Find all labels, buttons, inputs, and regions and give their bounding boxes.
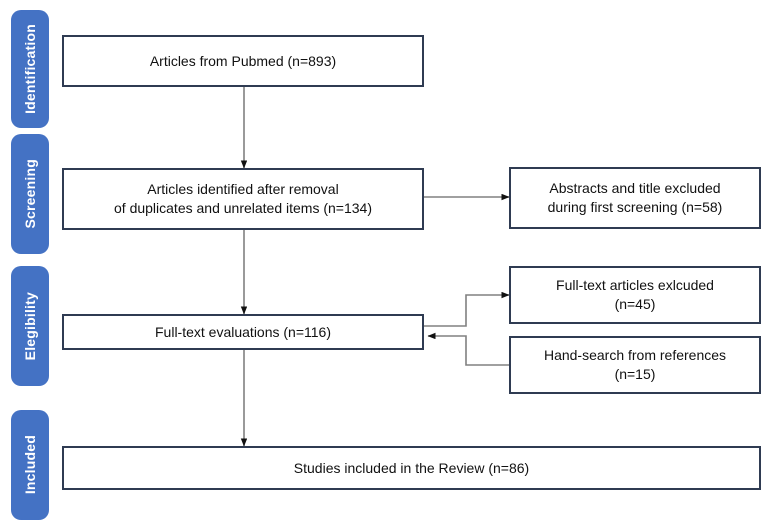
box-full-text-excluded-text: Full-text articles exlcuded (n=45) — [556, 277, 714, 312]
stage-tab-included: Included — [11, 410, 49, 520]
box-full-text-excluded: Full-text articles exlcuded (n=45) — [509, 266, 761, 324]
box-records-after-duplicates-text: Articles identified after removal of dup… — [114, 181, 372, 216]
box-full-text-assessed: Full-text evaluations (n=116) — [62, 314, 424, 350]
box-records-excluded-screening: Abstracts and title excluded during firs… — [509, 167, 761, 229]
box-records-excluded-screening-text: Abstracts and title excluded during firs… — [547, 180, 723, 215]
box-studies-included: Studies included in the Review (n=86) — [62, 446, 761, 490]
box-hand-search-added-text: Hand-search from references (n=15) — [543, 347, 727, 382]
box-full-text-assessed-text: Full-text evaluations (n=116) — [155, 323, 331, 340]
box-records-identified-text: Articles from Pubmed (n=893) — [149, 52, 337, 69]
stage-tab-identification: Identification — [11, 10, 49, 128]
stage-tab-identification-label: Identification — [22, 24, 38, 114]
stage-tab-screening: Screening — [11, 134, 49, 254]
connector-fulltext-to-fulltext-excluded — [424, 291, 510, 327]
box-studies-included-text: Studies included in the Review (n=86) — [293, 459, 530, 476]
box-hand-search-added: Hand-search from references (n=15) — [509, 336, 761, 394]
box-records-after-duplicates: Articles identified after removal of dup… — [62, 168, 424, 230]
stage-tab-eligibility-label: Elegibility — [22, 291, 38, 361]
stage-tab-eligibility: Elegibility — [11, 266, 49, 386]
box-records-identified: Articles from Pubmed (n=893) — [62, 35, 424, 87]
stage-tab-included-label: Included — [22, 435, 38, 495]
connector-handsearch-to-fulltext — [427, 332, 509, 366]
stage-tab-screening-label: Screening — [22, 159, 38, 229]
